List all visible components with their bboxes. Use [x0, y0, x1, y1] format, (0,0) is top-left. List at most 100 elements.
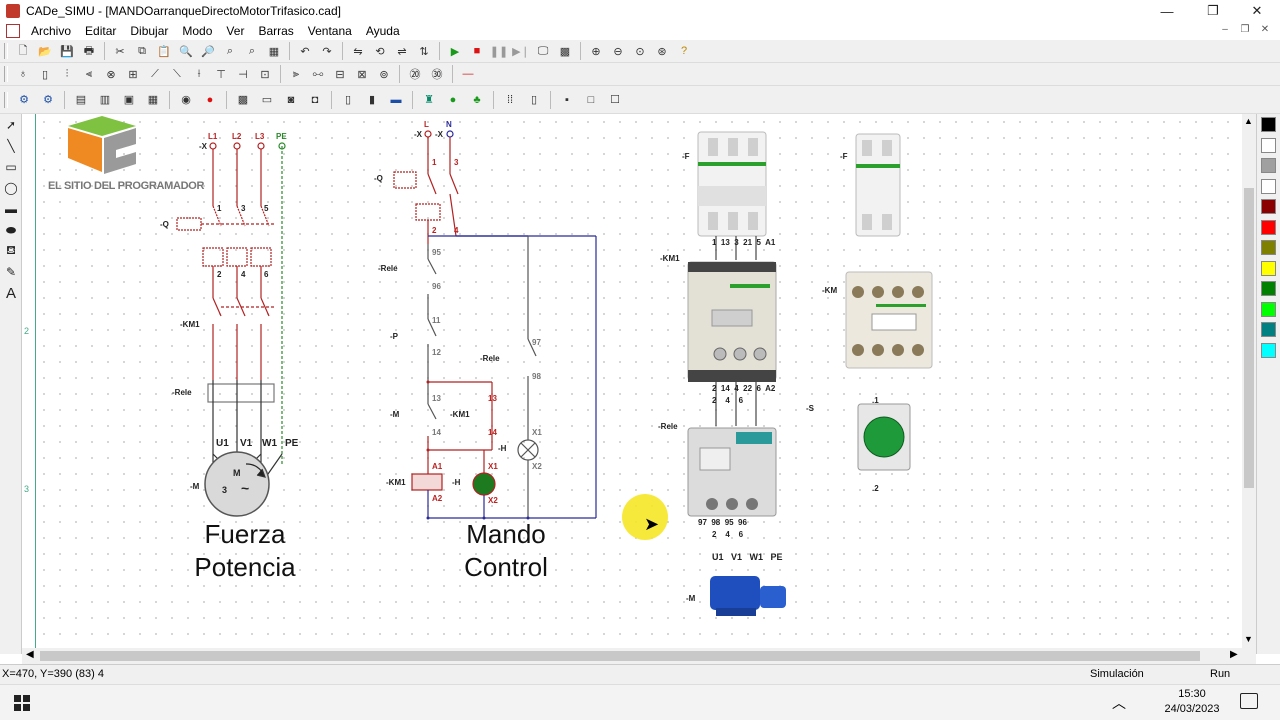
scroll-down-icon[interactable]: ▼: [1244, 634, 1253, 644]
nc-contact-symbol-icon[interactable]: ⟍: [173, 67, 181, 80]
filled-ellipse-icon[interactable]: ⬬: [5, 222, 17, 237]
coil-symbol-icon[interactable]: ⊡: [260, 68, 270, 81]
sensor-symbol-icon[interactable]: ⊚: [379, 68, 389, 81]
close-button[interactable]: ✕: [1251, 3, 1263, 18]
medium-rect-icon[interactable]: □: [587, 93, 595, 106]
line-icon[interactable]: ╲: [7, 139, 15, 153]
minimize-button[interactable]: —: [1160, 3, 1174, 19]
color-swatch-darkred[interactable]: [1261, 199, 1276, 214]
line-tool-icon[interactable]: —: [462, 68, 474, 80]
timer-contact-symbol-icon[interactable]: ⟊: [197, 67, 201, 80]
emergency-stop-component-icon[interactable]: ●: [206, 93, 214, 106]
color-swatch-green[interactable]: [1261, 281, 1276, 296]
notification-icon[interactable]: [1240, 693, 1258, 709]
zoom-in-icon[interactable]: ⊕: [591, 45, 601, 58]
small-rect-icon[interactable]: ▪: [565, 93, 569, 106]
color-swatch-yellow[interactable]: [1261, 260, 1276, 276]
mdi-restore-button[interactable]: ❐: [1240, 24, 1250, 35]
display-icon[interactable]: 🖵: [537, 44, 549, 57]
align-icon[interactable]: ⇌: [397, 45, 407, 58]
cut-icon[interactable]: ✂: [115, 45, 125, 58]
motor2-component-icon[interactable]: ⚙: [43, 94, 53, 106]
connector-symbol-icon[interactable]: ⧟: [312, 67, 324, 80]
open-folder-icon[interactable]: 📂: [38, 45, 52, 58]
text-icon[interactable]: A: [5, 284, 16, 302]
relay-component-icon[interactable]: ▣: [123, 94, 135, 106]
rectangle-icon[interactable]: ▭: [5, 160, 17, 174]
print-icon[interactable]: 🖶: [83, 44, 95, 57]
scroll-up-icon[interactable]: ▲: [1244, 116, 1253, 126]
paste-icon[interactable]: 📋: [157, 45, 171, 58]
thermal-symbol-icon[interactable]: ⊗: [106, 68, 116, 81]
eyedropper-icon[interactable]: ✎: [5, 265, 17, 279]
zoom-out-icon[interactable]: ⊖: [613, 45, 623, 58]
zoom-fit-icon[interactable]: ⊙: [635, 45, 645, 58]
menu-dibujar[interactable]: Dibujar: [130, 24, 169, 38]
plc-20-icon[interactable]: ⑳: [409, 69, 421, 81]
large-rect-icon[interactable]: ☐: [610, 94, 620, 106]
fuse-symbol-icon[interactable]: ▯: [41, 68, 49, 81]
select-arrow-icon[interactable]: ➚: [5, 118, 17, 132]
contactor-component-icon[interactable]: ▥: [99, 94, 111, 106]
copy-icon[interactable]: ⧉: [138, 44, 146, 57]
fill-bucket-icon[interactable]: ⛾: [6, 243, 16, 257]
step-icon[interactable]: ▶❘: [512, 45, 530, 58]
no-contact-symbol-icon[interactable]: ⟋: [151, 67, 159, 80]
scroll-left-icon[interactable]: ◀: [26, 649, 34, 660]
color-swatch-white2[interactable]: [1261, 178, 1276, 194]
tray-expand-icon[interactable]: ︿: [1112, 695, 1126, 711]
selector-component-icon[interactable]: ◉: [181, 94, 191, 106]
horizontal-scrollbar[interactable]: ◀ ▶: [22, 648, 1256, 664]
system-clock[interactable]: 15:30 24/03/2023: [1160, 687, 1224, 717]
disconnector-symbol-icon[interactable]: ⫶: [65, 67, 69, 80]
menu-archivo[interactable]: Archivo: [31, 24, 72, 38]
color-swatch-black[interactable]: [1261, 117, 1276, 132]
windows-start-icon[interactable]: [14, 695, 30, 711]
menu-editar[interactable]: Editar: [85, 24, 117, 38]
search-replace-icon[interactable]: ⌕: [248, 44, 256, 57]
terminal-symbol-icon[interactable]: ⫸: [292, 67, 300, 80]
stop-icon[interactable]: ■: [473, 45, 481, 57]
flip-icon[interactable]: ⇅: [419, 45, 429, 58]
mdi-close-button[interactable]: ✕: [1260, 24, 1270, 35]
color-swatch-olive[interactable]: [1261, 240, 1276, 255]
drawing-canvas[interactable]: EL SITIO DEL PROGRAMADOR: [36, 114, 1242, 648]
menu-ayuda[interactable]: Ayuda: [365, 24, 400, 38]
plc-30-icon[interactable]: ㉚: [431, 69, 443, 81]
dots-grid-icon[interactable]: ⁞⁞: [506, 93, 514, 106]
color-swatch-red[interactable]: [1261, 219, 1276, 235]
menu-modo[interactable]: Modo: [182, 24, 213, 38]
breaker-symbol-icon[interactable]: ⫷: [85, 67, 93, 80]
motor-component-icon[interactable]: ⚙: [19, 94, 29, 106]
rail-component-icon[interactable]: ▭: [261, 94, 273, 106]
switch-component-icon[interactable]: ▯: [530, 94, 538, 106]
color-swatch-lime[interactable]: [1261, 301, 1276, 317]
horizontal-scroll-thumb[interactable]: [40, 651, 1200, 661]
redo-icon[interactable]: ↷: [322, 45, 332, 58]
breaker-component-icon[interactable]: ▤: [75, 94, 87, 106]
menu-ver[interactable]: Ver: [226, 24, 245, 38]
selector-symbol-icon[interactable]: ⊣: [238, 68, 248, 81]
restore-button[interactable]: ❐: [1207, 3, 1219, 18]
meter-component-icon[interactable]: ▯: [344, 94, 352, 106]
play-icon[interactable]: ▶: [450, 45, 460, 58]
find-next-icon[interactable]: 🔎: [201, 45, 215, 58]
sensor-component-icon[interactable]: ♜: [424, 94, 434, 106]
select-object-icon[interactable]: ▦: [268, 45, 280, 58]
color-swatch-white[interactable]: [1261, 137, 1276, 153]
timer-component-icon[interactable]: ▦: [147, 94, 159, 106]
menu-ventana[interactable]: Ventana: [307, 24, 352, 38]
pause-icon[interactable]: ❚❚: [489, 45, 509, 58]
color-swatch-teal[interactable]: [1261, 322, 1276, 337]
vertical-scrollbar[interactable]: ▲ ▼: [1242, 114, 1256, 648]
undo-icon[interactable]: ↶: [300, 45, 310, 58]
mirror-icon[interactable]: ⇋: [353, 45, 363, 58]
save-icon[interactable]: 💾: [60, 45, 74, 58]
ellipse-icon[interactable]: ◯: [4, 181, 18, 195]
lamp-symbol-icon[interactable]: ♁: [18, 68, 28, 80]
color-swatch-cyan[interactable]: [1261, 342, 1276, 358]
motor-protector-symbol-icon[interactable]: ⊞: [128, 68, 138, 81]
rotate-icon[interactable]: ⟲: [375, 45, 385, 58]
mdi-minimize-button[interactable]: –: [1222, 24, 1228, 35]
help-icon[interactable]: ?: [680, 45, 688, 57]
